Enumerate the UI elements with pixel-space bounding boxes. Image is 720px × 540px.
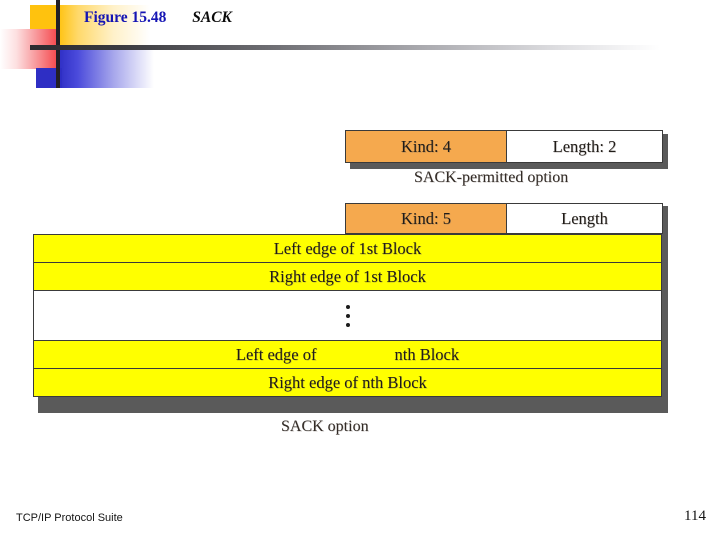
corner-ornament xyxy=(0,0,200,95)
ornament-blue-gradient xyxy=(58,46,154,88)
table-row-left-edge-nth-suffix: nth Block xyxy=(394,344,460,364)
figure-topic: SACK xyxy=(192,9,232,26)
table-row-left-edge-nth-gap xyxy=(317,345,395,365)
sack-permitted-length-field: Length: 2 xyxy=(506,130,663,163)
vertical-ellipsis-icon xyxy=(345,304,350,327)
sack-option-block-table: Left edge of 1st Block Right edge of 1st… xyxy=(33,234,662,408)
footer-book-title: TCP/IP Protocol Suite xyxy=(16,512,123,524)
ornament-blue-square xyxy=(36,68,62,88)
page-title: Figure 15.48 SACK xyxy=(84,9,232,27)
table-row-left-edge-nth: Left edge of nth Block xyxy=(33,340,662,369)
table-row-left-edge-nth-prefix: Left edge of xyxy=(235,344,317,364)
table-row-left-edge-1st: Left edge of 1st Block xyxy=(33,234,662,263)
sack-permitted-caption: SACK-permitted option xyxy=(414,169,569,186)
footer-page-number: 114 xyxy=(684,508,706,524)
sack-permitted-kind-field: Kind: 4 xyxy=(345,130,507,163)
ornament-yellow-gradient xyxy=(58,5,150,49)
table-row-ellipsis xyxy=(33,290,662,341)
sack-option-length-field: Length xyxy=(506,203,663,234)
ornament-vertical-bar xyxy=(56,0,60,88)
sack-option-caption: SACK option xyxy=(281,418,369,435)
sack-option-kind-field: Kind: 5 xyxy=(345,203,507,234)
heading-divider-rule xyxy=(30,45,660,50)
table-row-right-edge-1st: Right edge of 1st Block xyxy=(33,262,662,291)
table-row-right-edge-nth: Right edge of nth Block xyxy=(33,368,662,397)
figure-label: Figure 15.48 xyxy=(84,9,167,26)
